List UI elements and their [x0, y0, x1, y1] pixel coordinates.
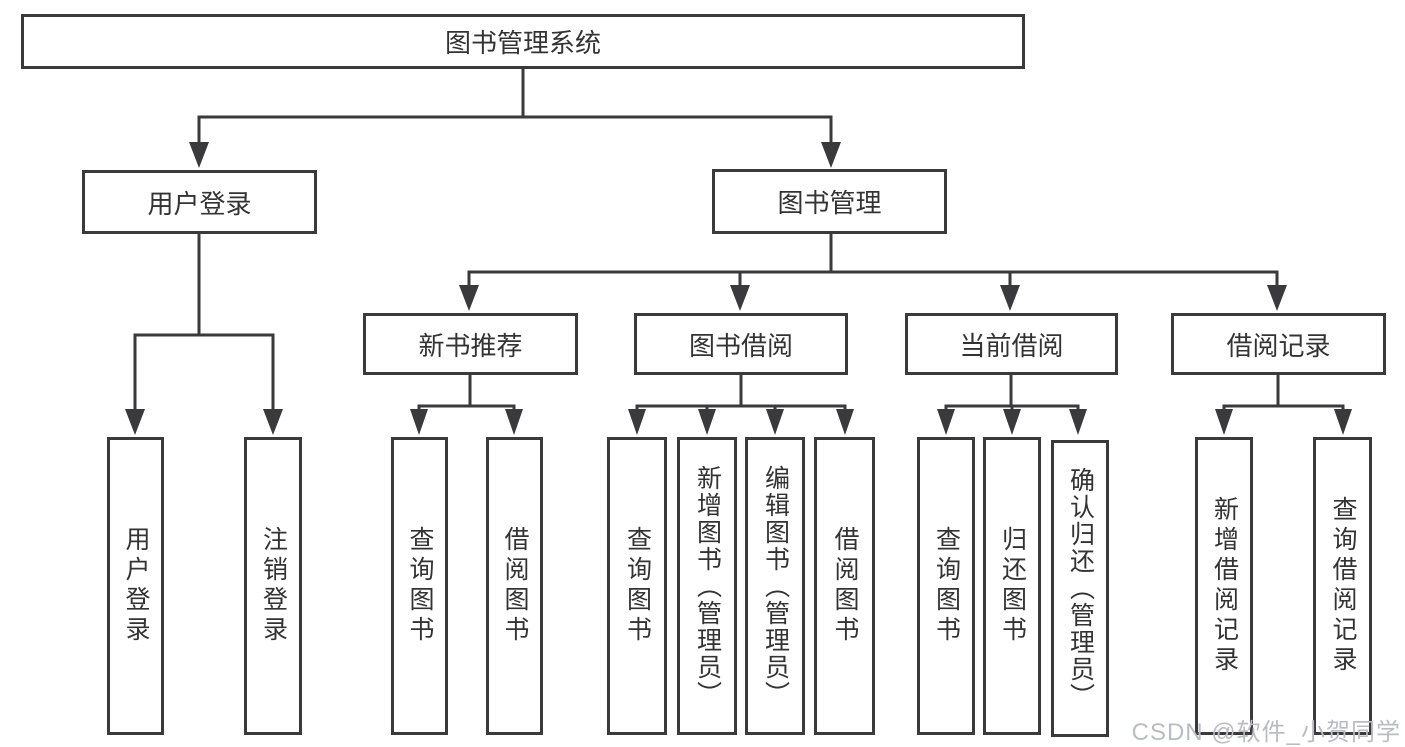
node-user-login: 用户登录: [82, 170, 317, 234]
node-user-login-label: 用户登录: [147, 188, 252, 219]
leaf-bb-query-book-label: 查询图书: [623, 526, 652, 646]
arrowhead-user-login: [189, 142, 209, 168]
leaf-cb-query-book: 查询图书: [917, 437, 975, 735]
arrowhead-rec-borrow-book: [505, 409, 523, 435]
leaf-rec-borrow-book-label: 借阅图书: [501, 526, 529, 646]
leaf-cb-return-book-label: 归还图书: [998, 526, 1027, 646]
arrowhead-bb-borrow-book: [836, 409, 854, 435]
node-book-borrow-label: 图书借阅: [688, 330, 793, 361]
leaf-cb-confirm-return-admin-label: 确认归还（管理员）: [1066, 467, 1095, 710]
node-borrow-records-label: 借阅记录: [1226, 330, 1331, 361]
node-new-book-recommend-label: 新书推荐: [418, 330, 523, 361]
arrowhead-leaf-logout: [263, 409, 283, 435]
arrowhead-br-query-record: [1334, 409, 1352, 435]
connector-borrow-records-branch: [1222, 404, 1345, 412]
node-root: 图书管理系统: [21, 14, 1025, 69]
leaf-bb-borrow-book: 借阅图书: [814, 437, 875, 735]
node-book-management: 图书管理: [712, 169, 947, 234]
leaf-logout-label: 注销登录: [259, 526, 288, 646]
leaf-br-query-record: 查询借阅记录: [1313, 437, 1372, 735]
connector-user-login-branch: [133, 333, 275, 412]
arrowhead-cb-return-book: [1003, 409, 1021, 435]
leaf-bb-add-book-admin: 新增图书（管理员）: [677, 437, 737, 735]
leaf-bb-query-book: 查询图书: [607, 437, 667, 735]
arrowhead-bb-query-book: [628, 409, 646, 435]
arrowhead-leaf-login: [125, 409, 145, 435]
leaf-br-add-record-label: 新增借阅记录: [1210, 496, 1239, 676]
arrowhead-book-management: [821, 142, 841, 168]
arrowhead-bb-add-book: [698, 409, 716, 435]
leaf-rec-query-book: 查询图书: [391, 437, 448, 735]
node-current-borrow-label: 当前借阅: [959, 330, 1064, 361]
connector-book-management-branch: [467, 270, 1279, 288]
leaf-rec-borrow-book: 借阅图书: [486, 437, 543, 735]
leaf-user-login-label: 用户登录: [122, 526, 150, 646]
leaf-rec-query-book-label: 查询图书: [406, 526, 434, 646]
connector-new-book-recommend-branch: [417, 404, 516, 412]
leaf-user-login: 用户登录: [107, 437, 164, 735]
node-root-label: 图书管理系统: [444, 28, 601, 58]
arrowhead-cb-query-book: [937, 409, 955, 435]
csdn-watermark: CSDN @软件_小贺同学: [1131, 719, 1401, 746]
arrowhead-borrow-records: [1267, 285, 1287, 311]
leaf-bb-edit-book-admin: 编辑图书（管理员）: [745, 437, 805, 735]
leaf-br-query-record-label: 查询借阅记录: [1329, 496, 1357, 676]
leaf-cb-query-book-label: 查询图书: [932, 526, 961, 646]
arrowhead-rec-query-book: [410, 409, 428, 435]
node-borrow-records: 借阅记录: [1171, 313, 1386, 375]
arrowhead-current-borrow: [1000, 285, 1020, 311]
node-book-borrow: 图书借阅: [634, 313, 848, 375]
leaf-bb-borrow-book-label: 借阅图书: [831, 526, 859, 646]
leaf-logout: 注销登录: [244, 437, 302, 735]
leaf-cb-confirm-return-admin: 确认归还（管理员）: [1051, 440, 1109, 737]
connector-book-borrow-branch: [635, 404, 847, 412]
connector-root-branch: [197, 115, 833, 146]
leaf-bb-add-book-admin-label: 新增图书（管理员）: [693, 464, 722, 708]
arrowhead-cb-confirm-return: [1069, 409, 1087, 435]
node-book-management-label: 图书管理: [777, 188, 882, 218]
node-current-borrow: 当前借阅: [905, 313, 1118, 375]
node-new-book-recommend: 新书推荐: [363, 313, 578, 375]
arrowhead-new-book-recommend: [459, 285, 479, 311]
arrowhead-br-add-record: [1215, 409, 1233, 435]
leaf-bb-edit-book-admin-label: 编辑图书（管理员）: [761, 464, 790, 708]
arrowhead-book-borrow: [730, 285, 750, 311]
arrowhead-bb-edit-book: [766, 409, 784, 435]
leaf-br-add-record: 新增借阅记录: [1195, 437, 1253, 735]
leaf-cb-return-book: 归还图书: [983, 437, 1041, 735]
